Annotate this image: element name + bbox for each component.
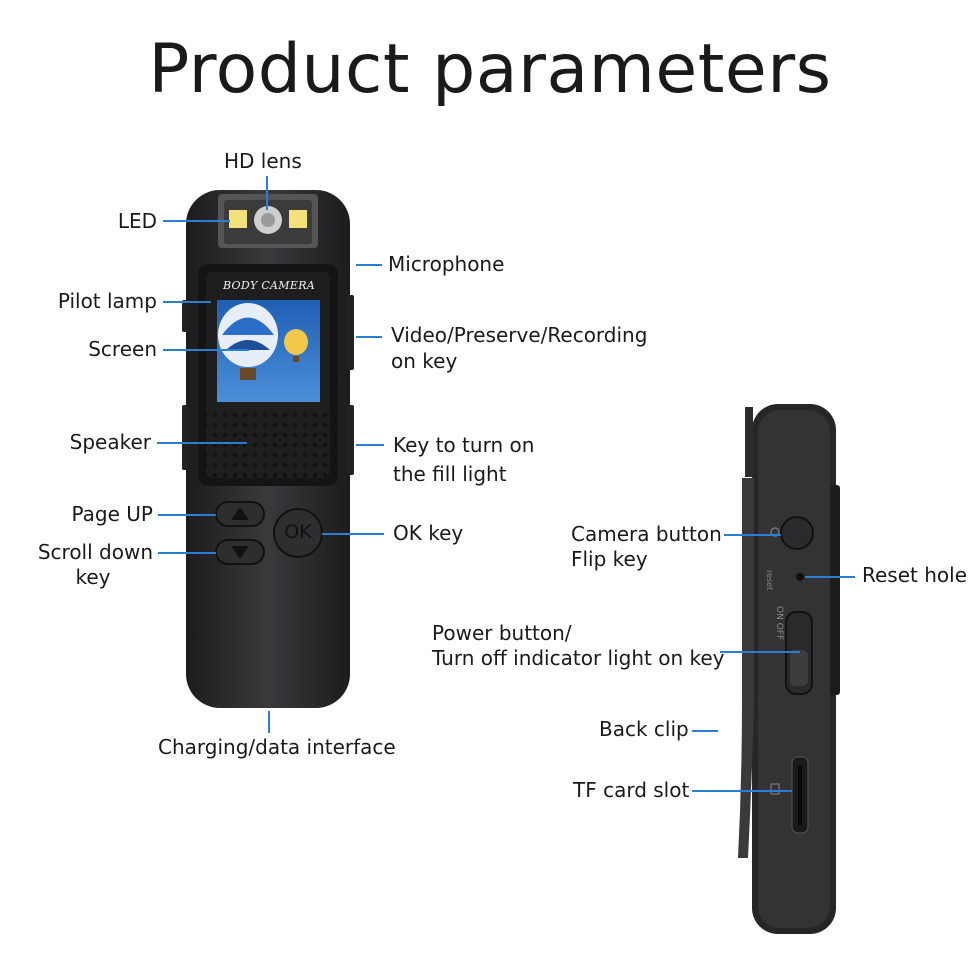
- label-pilot-lamp: Pilot lamp: [57, 289, 157, 313]
- back-clip: [738, 407, 754, 858]
- label-scroll-down-line2: key: [75, 565, 111, 589]
- page-up-key[interactable]: [215, 501, 265, 527]
- label-camera-button-line1: Camera button: [571, 522, 722, 546]
- ok-key-text: OK: [284, 521, 312, 543]
- led-leader: [163, 220, 230, 222]
- tf-card-leader: [692, 790, 792, 792]
- label-page-up: Page UP: [71, 502, 153, 526]
- ok-key-leader: [322, 533, 384, 535]
- lens-block: [218, 194, 318, 248]
- label-led: LED: [117, 209, 157, 233]
- pilot-lamp-leader: [163, 301, 211, 303]
- label-hd-lens: HD lens: [224, 149, 302, 173]
- power-button-leader: [720, 651, 800, 653]
- label-scroll-down-line1: Scroll down: [37, 540, 153, 564]
- camera-button-leader: [724, 534, 781, 536]
- microphone-leader: [356, 264, 382, 266]
- label-back-clip: Back clip: [599, 717, 689, 741]
- switch-marking-text: ON OFF: [774, 606, 784, 641]
- label-speaker: Speaker: [69, 430, 151, 454]
- speaker-grill: [200, 410, 336, 480]
- page-title: Product parameters: [148, 30, 832, 109]
- reset-hole-leader: [805, 576, 855, 578]
- label-reset-hole: Reset hole: [862, 563, 967, 587]
- page-up-leader: [158, 514, 216, 516]
- screen-brand-text: BODY CAMERA: [222, 279, 316, 292]
- led-right: [289, 210, 307, 228]
- fill-light-leader: [356, 444, 384, 446]
- label-power-button-line1: Power button/: [432, 621, 572, 645]
- label-video-key-line2: on key: [391, 349, 458, 373]
- label-charging: Charging/data interface: [158, 735, 396, 759]
- back-clip-leader: [692, 730, 718, 732]
- reset-hole[interactable]: [796, 573, 804, 581]
- video-key-leader: [356, 336, 382, 338]
- screen: [217, 300, 320, 402]
- label-video-key-line1: Video/Preserve/Recording: [391, 323, 648, 347]
- scroll-down-key[interactable]: [215, 539, 265, 565]
- label-tf-card: TF card slot: [573, 778, 690, 802]
- label-power-button-line2: Turn off indicator light on key: [432, 646, 725, 670]
- label-ok-key: OK key: [393, 521, 464, 545]
- charging-leader: [268, 711, 270, 733]
- camera-marking-icon: [770, 527, 780, 537]
- label-screen: Screen: [88, 337, 157, 361]
- screen-leader: [163, 349, 249, 351]
- sd-marking-icon: [770, 783, 780, 795]
- reset-marking-text: reset: [765, 570, 774, 591]
- label-camera-button-line2: Flip key: [571, 547, 648, 571]
- scroll-down-leader: [158, 552, 216, 554]
- label-fill-light-line2: the fill light: [393, 462, 507, 486]
- label-fill-light-line1: Key to turn on: [393, 433, 535, 457]
- hd-lens-leader: [266, 176, 268, 210]
- camera-flip-key[interactable]: [780, 516, 814, 550]
- label-microphone: Microphone: [388, 252, 505, 276]
- speaker-leader: [157, 442, 247, 444]
- led-left: [229, 210, 247, 228]
